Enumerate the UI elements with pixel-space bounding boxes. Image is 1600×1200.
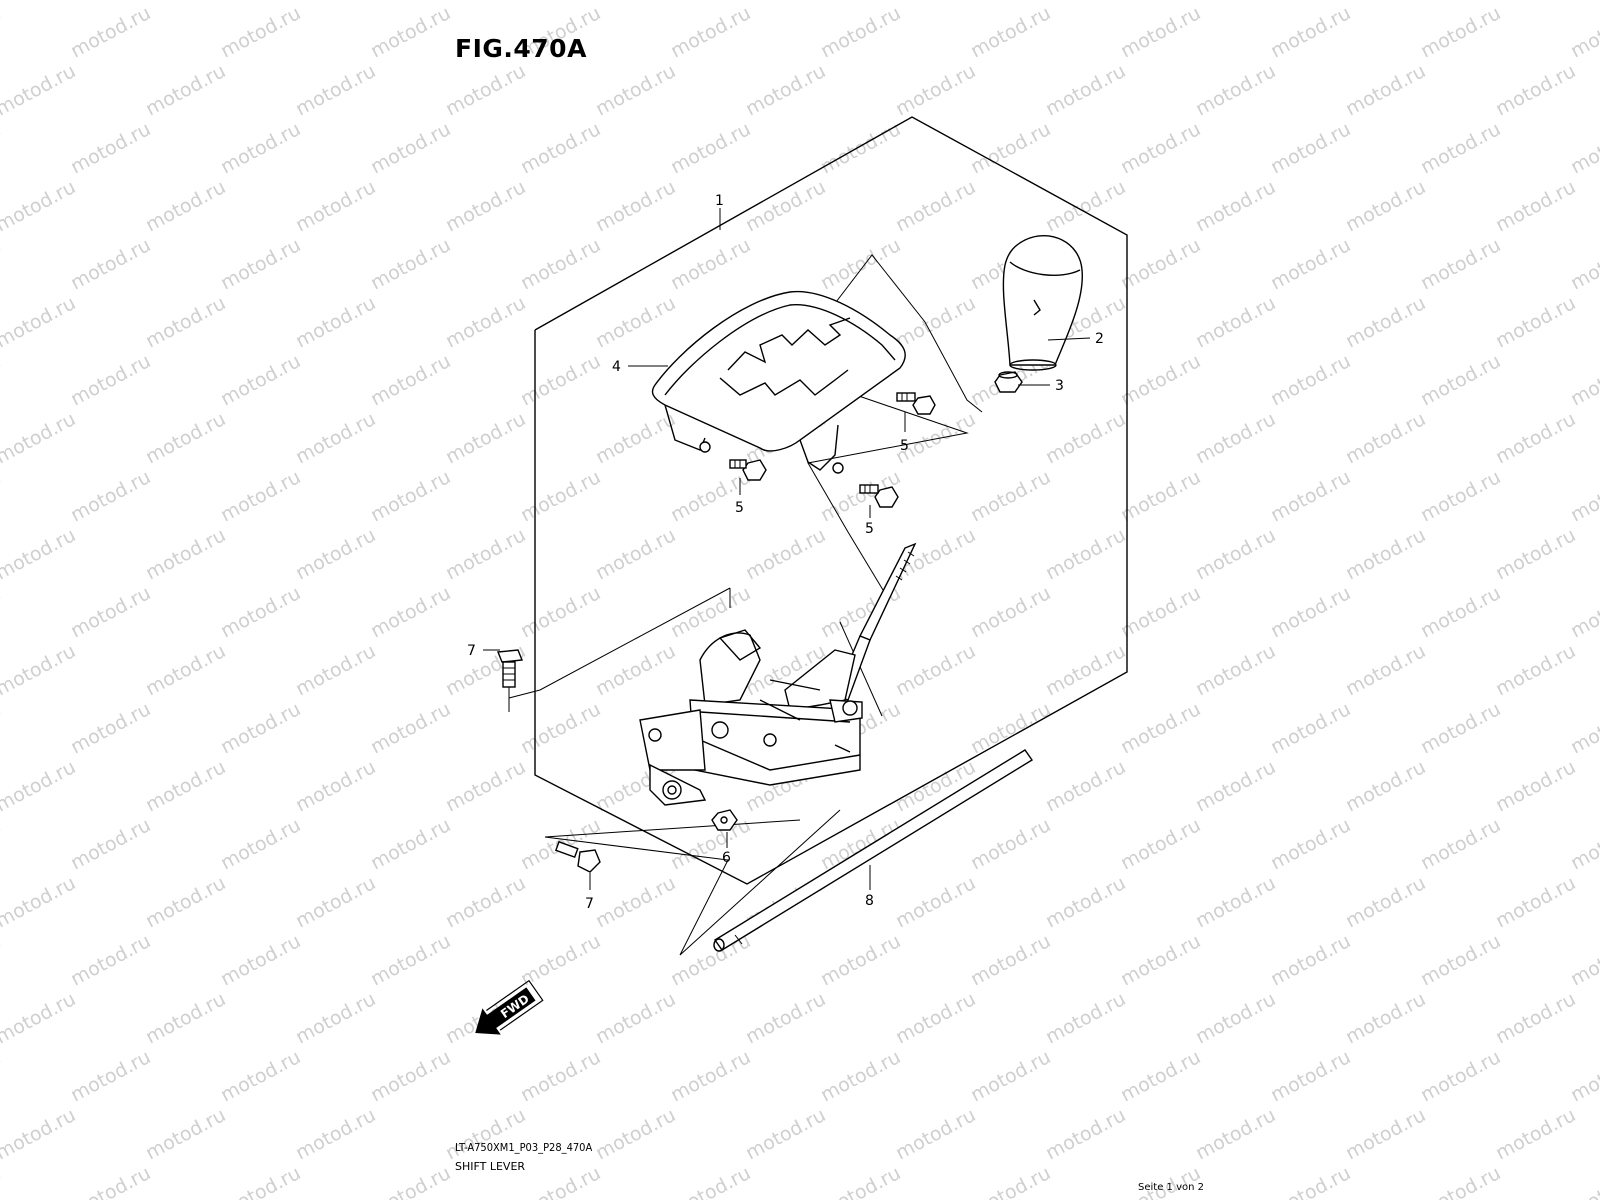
callout-5-left: 5 — [735, 500, 744, 516]
callouts: 1 2 3 4 5 5 5 6 7 7 8 — [467, 193, 1104, 912]
alignment-lines — [508, 254, 983, 956]
assembly-boundary — [534, 116, 1128, 885]
section-name: SHIFT LEVER — [455, 1160, 526, 1173]
shift-knob — [1002, 235, 1083, 371]
callout-1: 1 — [715, 193, 724, 209]
bolt-7-lower — [554, 840, 601, 873]
callout-2: 2 — [1095, 331, 1104, 347]
screw-5-right — [859, 484, 899, 508]
callout-4: 4 — [612, 359, 621, 375]
callout-3: 3 — [1055, 378, 1064, 394]
callout-8: 8 — [865, 893, 874, 909]
shift-lever-mechanism — [639, 542, 917, 806]
fwd-arrow: FWD — [475, 979, 544, 1035]
knob-nut — [994, 371, 1023, 393]
page-indicator: Seite 1 von 2 — [1138, 1182, 1204, 1193]
model-code: LT-A750XM1_P03_P28_470A — [455, 1141, 593, 1154]
leader-lines — [483, 208, 1091, 890]
screw-5-upper — [896, 392, 936, 415]
callout-5-upper: 5 — [900, 438, 909, 454]
callout-5-right: 5 — [865, 521, 874, 537]
callout-6: 6 — [722, 850, 731, 866]
bolt-7-upper — [497, 649, 523, 688]
screw-5-left — [729, 459, 767, 481]
callout-7-upper: 7 — [467, 643, 476, 659]
figure-title: FIG.470A — [455, 34, 587, 63]
shift-gate-cover — [651, 290, 906, 474]
callout-7-lower: 7 — [585, 896, 594, 912]
nut-6 — [711, 809, 738, 831]
shift-rod — [713, 749, 1034, 952]
